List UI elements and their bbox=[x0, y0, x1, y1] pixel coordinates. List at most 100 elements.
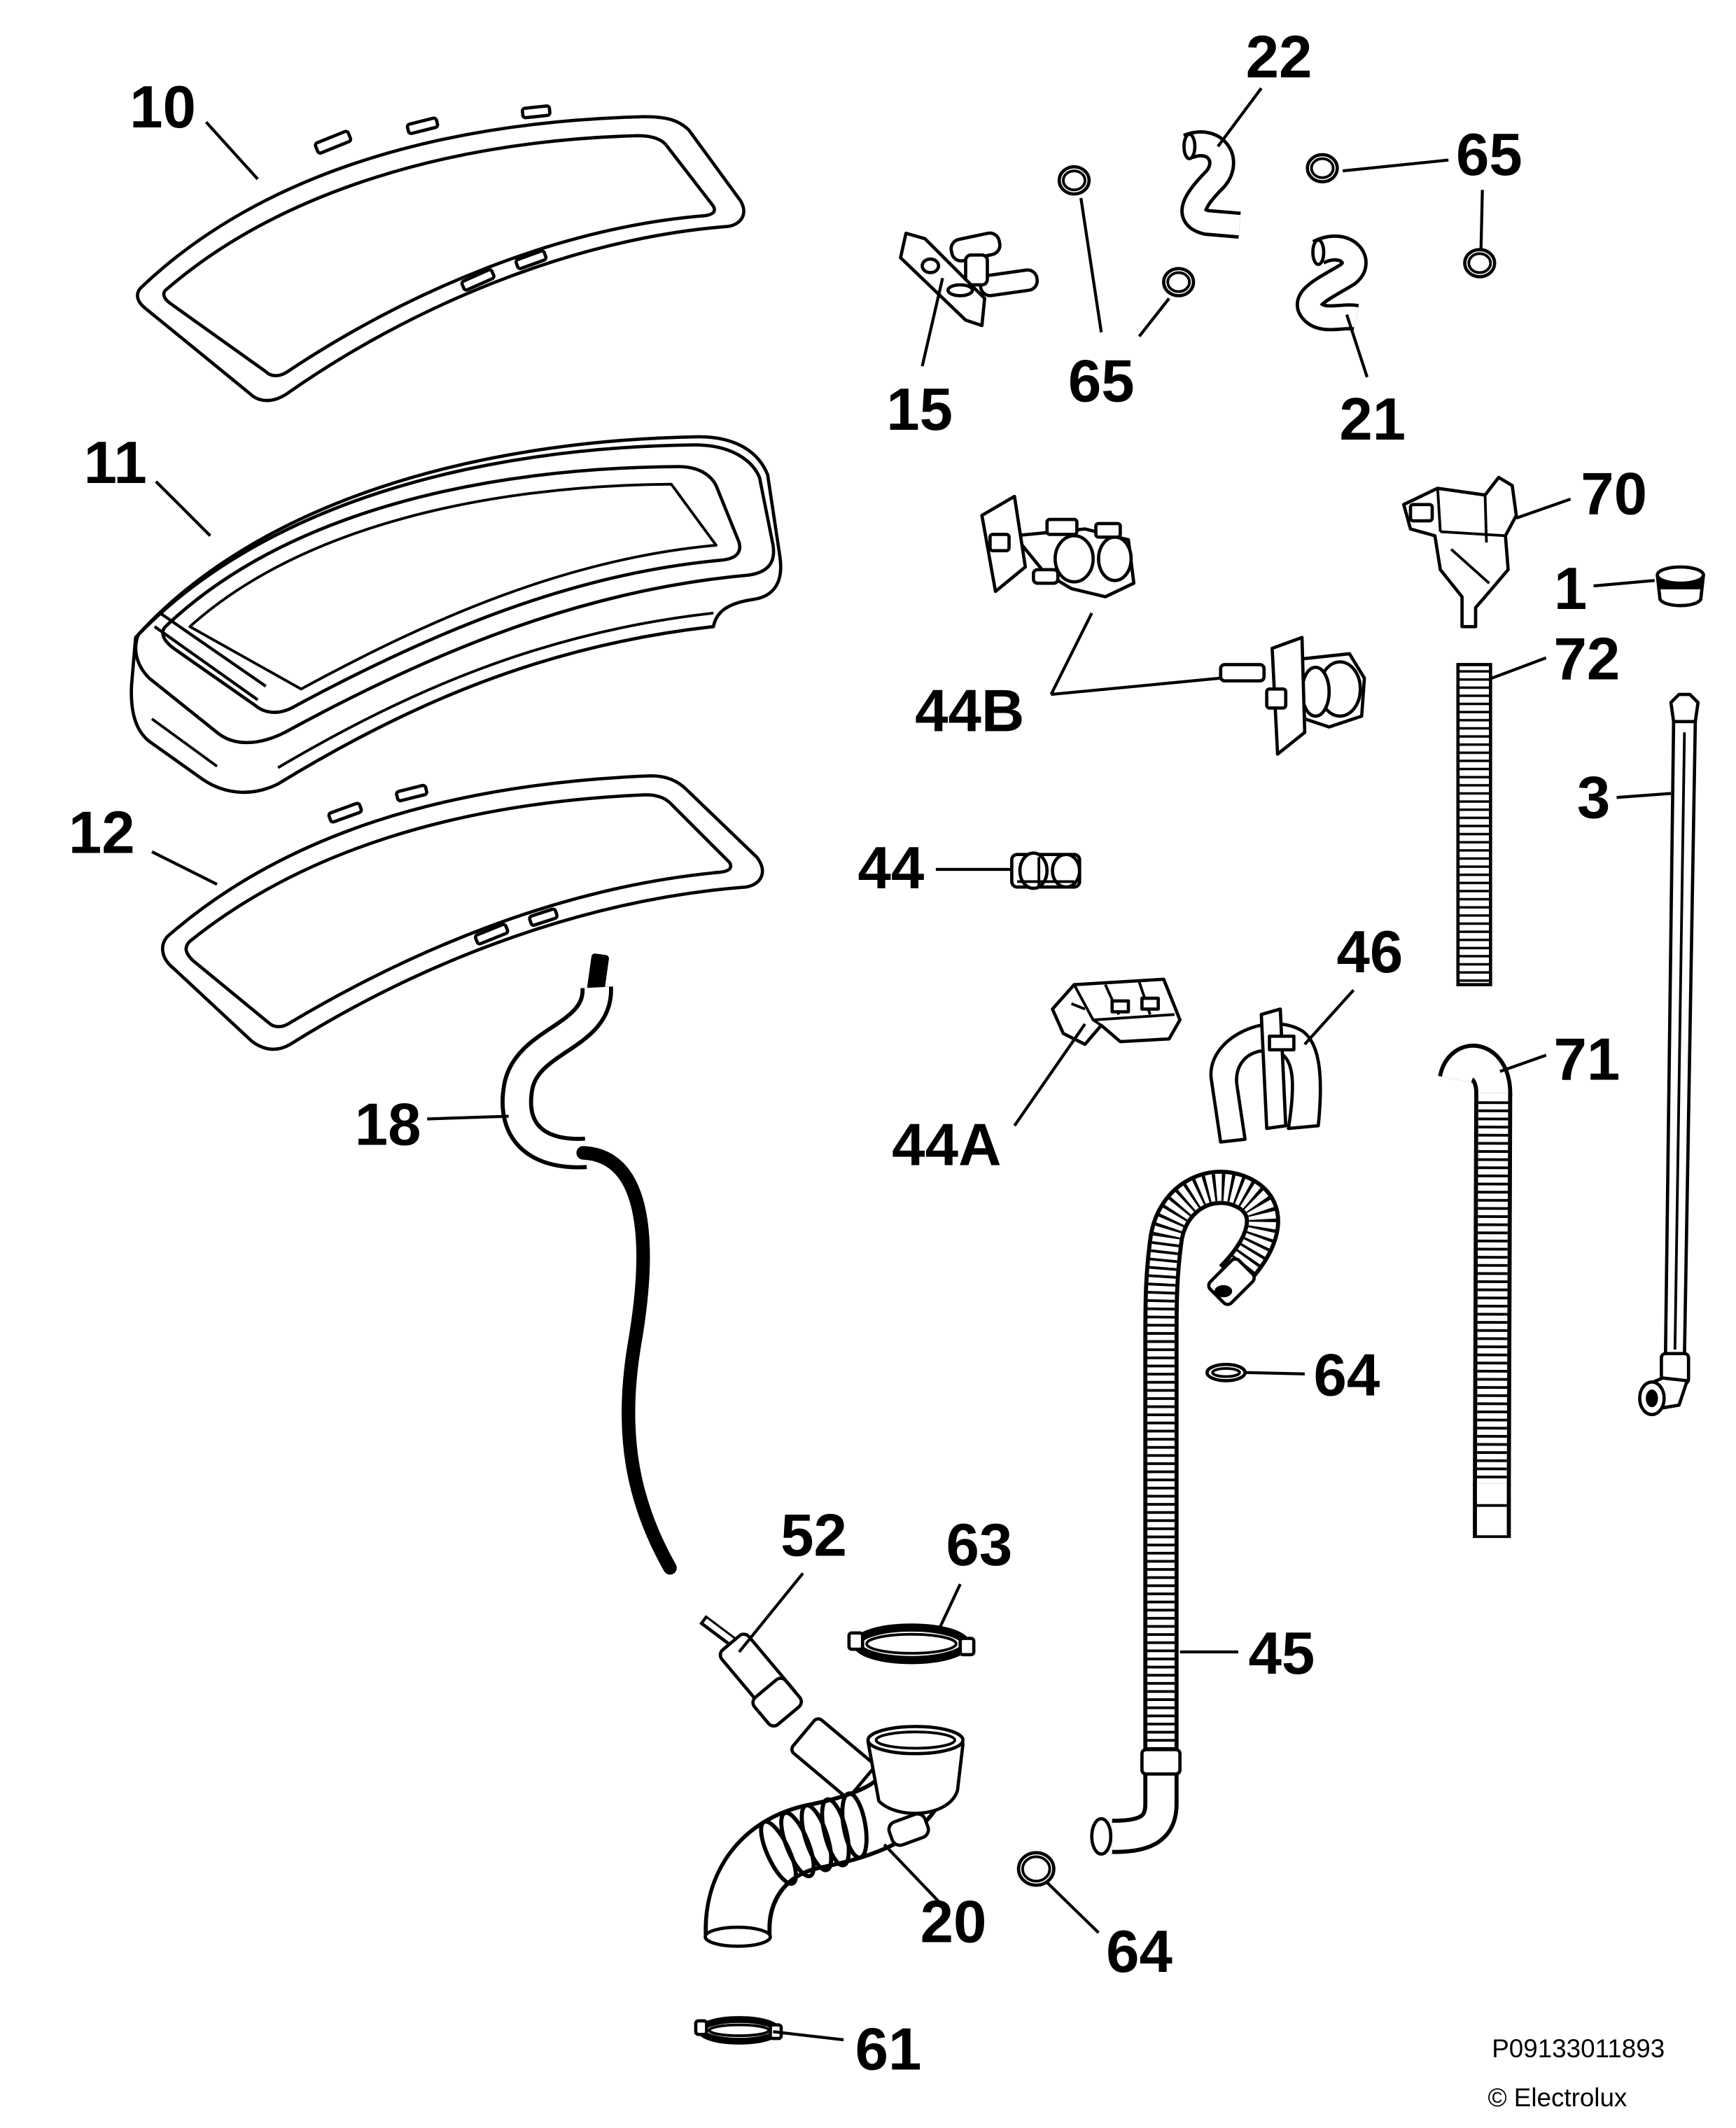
part-44-ring bbox=[1051, 853, 1082, 889]
part-15-body bbox=[964, 253, 989, 287]
callout-11: 11 bbox=[84, 430, 147, 496]
part-18-hose bbox=[500, 953, 677, 1575]
leader-22 bbox=[1217, 87, 1263, 148]
part-22-bent-hose bbox=[1180, 130, 1241, 239]
footer: P09133011893 © Electrolux bbox=[1488, 2034, 1665, 2112]
callout-52: 52 bbox=[780, 1502, 847, 1569]
part-52-collar bbox=[751, 1676, 804, 1728]
part-11-dark-band bbox=[153, 625, 259, 701]
leader-61 bbox=[773, 2030, 844, 2042]
leader-18 bbox=[427, 1114, 509, 1121]
callout-3: 3 bbox=[1577, 764, 1610, 831]
callout-71: 71 bbox=[1553, 1026, 1620, 1093]
part-45-bottom-end bbox=[1090, 1816, 1113, 1856]
part-70-detail bbox=[1436, 488, 1506, 584]
part-3-nut bbox=[1669, 692, 1700, 724]
part-11-dark-band bbox=[159, 612, 267, 688]
leader-15 bbox=[920, 277, 944, 367]
part-65-rings bbox=[1057, 153, 1497, 298]
part-11-gasket bbox=[130, 435, 783, 794]
part-18-end-cap bbox=[587, 953, 609, 992]
callout-46: 46 bbox=[1336, 919, 1403, 986]
callout-21: 21 bbox=[1339, 386, 1406, 453]
part-10-inner bbox=[162, 134, 716, 378]
part-11-inner-lip bbox=[188, 482, 718, 691]
leader-65-a2 bbox=[1479, 190, 1484, 248]
part-45-collar bbox=[1140, 1748, 1182, 1776]
leader-70 bbox=[1516, 498, 1572, 520]
part-10-tab bbox=[514, 249, 548, 271]
part-12-tab bbox=[473, 923, 510, 946]
leader-44a bbox=[1013, 1023, 1086, 1127]
part-71-tube-ribs bbox=[1476, 1101, 1508, 1484]
part-3-inlet-hose bbox=[1638, 692, 1700, 1417]
part-70-air-trap bbox=[1401, 475, 1518, 629]
part-20-rib bbox=[840, 1791, 869, 1860]
part-3-end-inner bbox=[1646, 1390, 1658, 1408]
part-10-tab bbox=[314, 130, 353, 155]
part-45-top-end bbox=[1214, 1284, 1233, 1298]
part-44b-stub bbox=[1219, 663, 1266, 682]
leader-63 bbox=[938, 1583, 962, 1628]
part-46-bar bbox=[1259, 1007, 1288, 1130]
part-52-nozzle-fill bbox=[704, 1618, 734, 1644]
copyright: © Electrolux bbox=[1488, 2083, 1627, 2112]
leader-3 bbox=[1616, 792, 1672, 799]
leader-52 bbox=[738, 1572, 804, 1653]
part-46-clip bbox=[1268, 1034, 1296, 1051]
part-20-connector bbox=[790, 1717, 876, 1798]
part-46-hook bbox=[1209, 1022, 1322, 1144]
part-52-pipe bbox=[699, 1615, 804, 1728]
callout-44: 44 bbox=[858, 835, 925, 902]
leader-44b-1 bbox=[1049, 612, 1093, 695]
part-10-tab bbox=[405, 116, 440, 135]
part-44a-slot bbox=[1110, 999, 1130, 1014]
part-64-ring-inner bbox=[1021, 1855, 1051, 1883]
callout-44a: 44A bbox=[892, 1112, 1001, 1178]
part-65-ring-inner bbox=[1467, 252, 1492, 274]
part-46-hose-hook bbox=[1209, 1007, 1322, 1144]
part-65-ring-inner bbox=[1062, 169, 1086, 192]
leader-10 bbox=[204, 120, 259, 181]
part-45-ribs bbox=[1147, 1173, 1276, 1750]
leader-44b-2 bbox=[1051, 676, 1221, 696]
part-12-tab bbox=[327, 802, 363, 824]
part-71-drain-hose bbox=[1438, 1044, 1513, 1539]
callout-18: 18 bbox=[355, 1091, 421, 1158]
part-22-end bbox=[1182, 132, 1197, 161]
callout-70: 70 bbox=[1581, 461, 1647, 527]
part-44b-plate bbox=[1270, 636, 1307, 756]
part-45-end-fill bbox=[1112, 1749, 1175, 1850]
part-18-black-tube bbox=[576, 1146, 677, 1575]
part-11-opening bbox=[161, 465, 742, 714]
leader-20 bbox=[883, 1843, 944, 1907]
part-10-tab bbox=[460, 268, 496, 292]
callout-45: 45 bbox=[1249, 1620, 1315, 1687]
part-44b-stub bbox=[1032, 568, 1060, 585]
part-10-seal-ring bbox=[136, 104, 746, 402]
callout-labels: 10 22 65 65 15 21 11 70 1 72 44B 3 12 44… bbox=[69, 24, 1647, 2082]
leader-1 bbox=[1593, 579, 1655, 588]
part-70-body bbox=[1401, 475, 1518, 629]
callout-65-upper: 65 bbox=[1456, 122, 1522, 188]
part-12-seal-ring bbox=[161, 774, 764, 1051]
part-71-elbow-fill bbox=[1441, 1048, 1508, 1097]
part-21-bent-hose bbox=[1296, 234, 1368, 332]
part-44b-clip bbox=[1265, 687, 1288, 710]
part-44-clamp bbox=[1010, 851, 1082, 890]
part-63-clamp bbox=[847, 1623, 976, 1665]
callout-22: 22 bbox=[1246, 24, 1312, 90]
part-44b-clamp-upper bbox=[980, 494, 1136, 598]
callout-64-upper: 64 bbox=[1314, 1343, 1380, 1409]
part-44b-clamp-lower bbox=[1219, 636, 1366, 756]
part-44-detail bbox=[1017, 857, 1074, 888]
part-70-tab bbox=[1408, 503, 1434, 523]
part-21-fill bbox=[1299, 237, 1364, 328]
part-63-ring-inner bbox=[865, 1632, 958, 1655]
part-44b-tab bbox=[1094, 522, 1122, 539]
leader-65-a1 bbox=[1342, 158, 1449, 173]
part-63-tab bbox=[847, 1631, 864, 1651]
callout-65-lower: 65 bbox=[1068, 349, 1135, 415]
part-12-tab bbox=[395, 783, 428, 803]
